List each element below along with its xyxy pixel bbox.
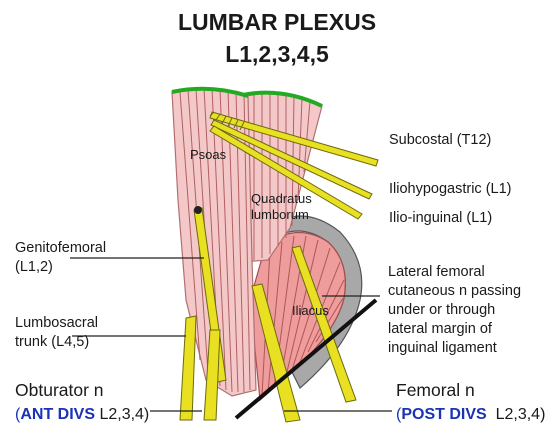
genitofemoral-line1: Genitofemoral — [15, 239, 106, 258]
quadratus-label-line2: lumborum — [251, 207, 309, 223]
femoral-post-divs: POST DIVS — [401, 406, 486, 423]
femoral-label: Femoral n (POST DIVS L2,3,4) — [396, 380, 545, 425]
obturator-divisions: (ANT DIVS L2,3,4) — [15, 404, 149, 425]
lateral-femoral-line5: inguinal ligament — [388, 339, 521, 358]
genitofemoral-line2: (L1,2) — [15, 258, 106, 277]
subcostal-label: Subcostal (T12) — [389, 131, 491, 150]
femoral-levels: L2,3,4) — [487, 406, 546, 423]
lateral-femoral-line3: under or through — [388, 301, 521, 320]
iliacus-label: Iliacus — [292, 303, 329, 319]
ilioinguinal-label: Ilio-inguinal (L1) — [389, 209, 492, 228]
lumbosacral-line1: Lumbosacral — [15, 314, 98, 333]
obturator-title: Obturator n — [15, 380, 149, 401]
lumbosacral-trunk-nerve — [180, 316, 196, 420]
quadratus-label-line1: Quadratus — [251, 191, 312, 207]
lateral-femoral-line1: Lateral femoral — [388, 263, 521, 282]
obturator-label: Obturator n (ANT DIVS L2,3,4) — [15, 380, 149, 425]
iliohypogastric-label: Iliohypogastric (L1) — [389, 180, 512, 199]
lateral-femoral-label: Lateral femoral cutaneous n passing unde… — [388, 263, 521, 358]
lumbosacral-line2: trunk (L4,5) — [15, 333, 98, 352]
genitofemoral-knob — [194, 206, 202, 214]
genitofemoral-label: Genitofemoral (L1,2) — [15, 239, 106, 277]
lumbosacral-label: Lumbosacral trunk (L4,5) — [15, 314, 98, 352]
femoral-divisions: (POST DIVS L2,3,4) — [396, 404, 545, 425]
obturator-levels: L2,3,4) — [95, 406, 149, 423]
lateral-femoral-line4: lateral margin of — [388, 320, 521, 339]
psoas-label: Psoas — [190, 147, 226, 163]
obturator-ant-divs: ANT DIVS — [20, 406, 95, 423]
lateral-femoral-line2: cutaneous n passing — [388, 282, 521, 301]
femoral-title: Femoral n — [396, 380, 545, 401]
